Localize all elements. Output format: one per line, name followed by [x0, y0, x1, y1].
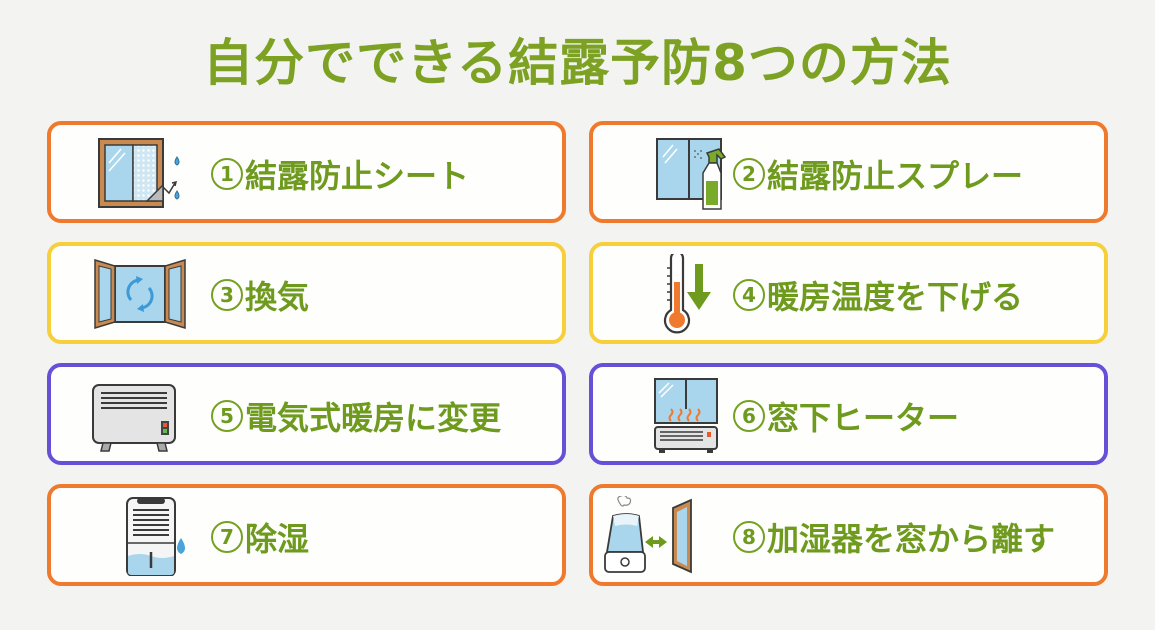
method-card-7: 7 除湿	[47, 484, 566, 586]
window-film-icon	[81, 133, 191, 213]
spray-bottle-icon	[623, 133, 733, 213]
method-card-8: 8 加湿器を窓から離す	[589, 484, 1108, 586]
method-card-3: 3 換気	[47, 242, 566, 344]
method-text: 窓下ヒーター	[767, 399, 960, 437]
number-badge: 8	[733, 521, 765, 553]
method-label-7: 7 除湿	[211, 514, 309, 560]
page-title: 自分でできる結露予防8つの方法	[203, 34, 952, 92]
method-label-3: 3 換気	[211, 272, 309, 318]
open-window-ventilation-icon	[81, 254, 191, 334]
method-text: 加湿器を窓から離す	[767, 520, 1056, 558]
method-card-5: 5 電気式暖房に変更	[47, 363, 566, 465]
method-text: 結露防止シート	[245, 157, 470, 195]
method-label-5: 5 電気式暖房に変更	[211, 393, 501, 439]
number-badge: 3	[211, 279, 243, 311]
method-text: 電気式暖房に変更	[245, 399, 502, 437]
dehumidifier-icon	[81, 496, 191, 576]
number-badge: 4	[733, 279, 765, 311]
humidifier-window-icon	[593, 496, 703, 576]
method-text: 暖房温度を下げる	[767, 278, 1024, 316]
method-text: 除湿	[245, 520, 310, 558]
number-badge: 6	[733, 400, 765, 432]
thermometer-down-icon	[623, 254, 733, 334]
method-text: 結露防止スプレー	[767, 157, 1024, 195]
window-heater-icon	[623, 375, 733, 455]
method-label-1: 1 結露防止シート	[211, 151, 469, 197]
method-card-1: 1 結露防止シート	[47, 121, 566, 223]
method-label-2: 2 結露防止スプレー	[733, 151, 1023, 197]
method-card-6: 6 窓下ヒーター	[589, 363, 1108, 465]
method-label-6: 6 窓下ヒーター	[733, 393, 959, 439]
method-card-4: 4 暖房温度を下げる	[589, 242, 1108, 344]
method-label-8: 8 加湿器を窓から離す	[733, 514, 1055, 560]
number-badge: 7	[211, 521, 243, 553]
method-card-2: 2 結露防止スプレー	[589, 121, 1108, 223]
method-label-4: 4 暖房温度を下げる	[733, 272, 1023, 318]
number-badge: 5	[211, 400, 243, 432]
number-badge: 1	[211, 158, 243, 190]
method-text: 換気	[245, 278, 310, 316]
number-badge: 2	[733, 158, 765, 190]
electric-heater-icon	[81, 375, 191, 455]
